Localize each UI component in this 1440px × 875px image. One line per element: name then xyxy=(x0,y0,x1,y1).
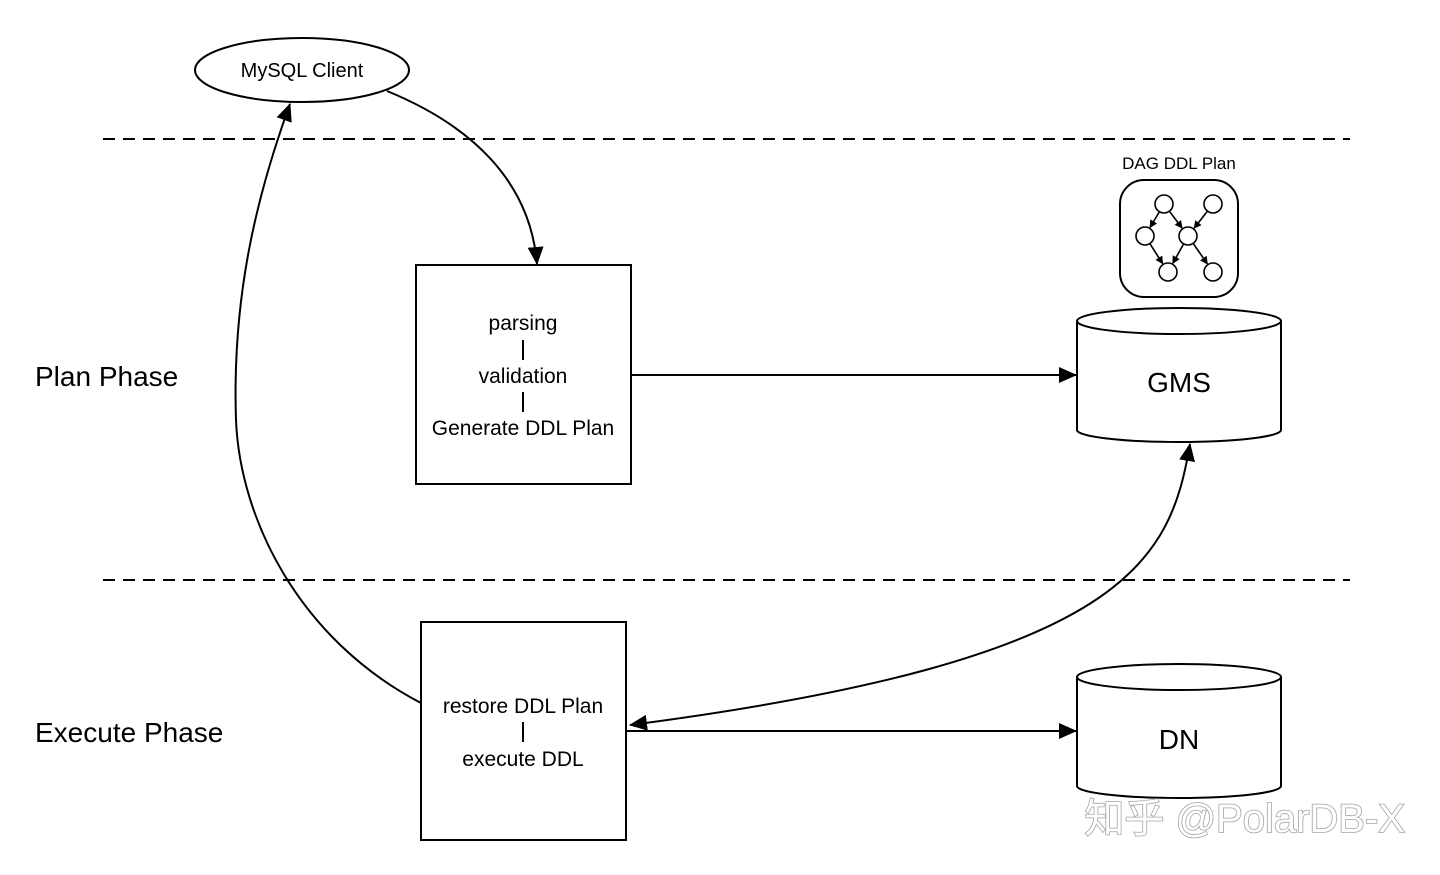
plan-box[interactable]: parsing validation Generate DDL Plan xyxy=(415,264,632,485)
dag-edge-0 xyxy=(1149,211,1161,229)
plan-step-generate: Generate DDL Plan xyxy=(432,417,615,440)
mysql-client-node[interactable]: MySQL Client xyxy=(194,37,410,103)
dag-node-4 xyxy=(1158,262,1178,282)
dag-nodes xyxy=(1135,194,1223,282)
execute-box[interactable]: restore DDL Plan execute DDL xyxy=(420,621,627,841)
gms-label: GMS xyxy=(1147,367,1211,398)
plan-step-parsing: parsing xyxy=(489,312,558,335)
dn-database[interactable]: DN xyxy=(1076,663,1282,799)
dag-node-3 xyxy=(1178,226,1198,246)
dag-edge-1 xyxy=(1168,210,1183,229)
dag-node-1 xyxy=(1203,194,1223,214)
dag-ddl-plan: DAG DDL Plan xyxy=(1119,154,1239,298)
dag-node-0 xyxy=(1154,194,1174,214)
dag-edges xyxy=(1149,210,1209,265)
gms-database[interactable]: GMS xyxy=(1076,307,1282,443)
dn-label: DN xyxy=(1159,724,1199,755)
dag-edge-3 xyxy=(1149,243,1164,265)
edge-gms-exec xyxy=(629,443,1195,731)
edge-exec-to-client xyxy=(234,103,422,704)
dag-edge-2 xyxy=(1193,210,1209,229)
plan-phase-label: Plan Phase xyxy=(35,361,178,392)
execute-phase-label: Execute Phase xyxy=(35,717,223,748)
plan-step-validation: validation xyxy=(479,365,568,388)
mysql-client-label: MySQL Client xyxy=(241,60,364,82)
exec-step-execute: execute DDL xyxy=(462,748,583,771)
exec-step-restore: restore DDL Plan xyxy=(443,695,603,718)
edge-client-to-plan xyxy=(386,90,544,265)
dag-node-2 xyxy=(1135,226,1155,246)
dag-edge-4 xyxy=(1172,243,1185,265)
dag-node-5 xyxy=(1203,262,1223,282)
dag-edge-5 xyxy=(1192,242,1208,265)
watermark: 知乎 @PolarDB-X xyxy=(1084,797,1405,841)
dag-title: DAG DDL Plan xyxy=(1122,154,1236,173)
